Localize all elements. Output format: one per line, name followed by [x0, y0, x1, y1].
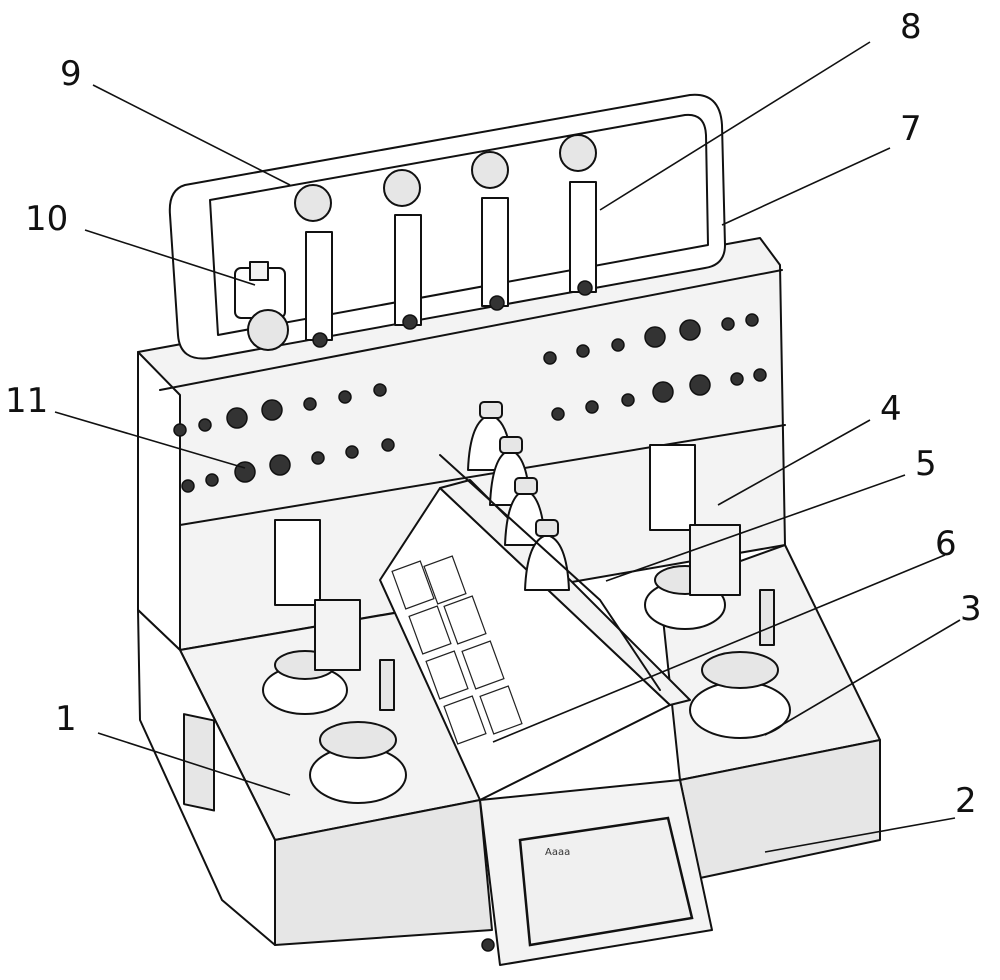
right-stirrer-front [689, 589, 791, 739]
left-stirrer-front [309, 659, 407, 804]
leader-4 [717, 419, 871, 506]
reagent-bottles [439, 401, 661, 691]
leader-9 [92, 84, 291, 186]
label-5: 5 [915, 444, 937, 484]
leader-11 [54, 411, 246, 469]
leader-7 [721, 147, 891, 226]
leader-8 [599, 41, 871, 211]
label-11: 11 [5, 381, 48, 421]
leader-3 [764, 619, 961, 736]
leader-5 [605, 474, 906, 582]
label-1: 1 [55, 699, 77, 739]
column-1 [305, 231, 333, 341]
vent-circle-1 [294, 184, 332, 222]
label-10: 10 [25, 199, 68, 239]
leader-6 [492, 554, 946, 743]
knob-row-right-lower [551, 368, 767, 421]
tube-rack [391, 555, 523, 745]
touch-screen[interactable] [518, 816, 694, 947]
column-2 [394, 214, 422, 326]
leader-lines [54, 41, 961, 853]
label-4: 4 [880, 389, 902, 429]
pressure-regulator [234, 261, 289, 351]
column-3 [481, 197, 509, 307]
vent-circle-3 [471, 151, 509, 189]
leader-1 [97, 732, 291, 796]
center-wedge [379, 479, 691, 801]
label-3: 3 [960, 589, 982, 629]
knob-row-left-upper [173, 383, 387, 437]
vent-circle-2 [383, 169, 421, 207]
leader-2 [764, 817, 956, 853]
right-stirrer-back [644, 444, 741, 630]
label-2: 2 [955, 781, 977, 821]
screen-brand: Aaaa [545, 847, 570, 858]
label-9: 9 [60, 54, 82, 94]
callout-labels: 9 8 7 10 11 4 5 6 3 1 2 [5, 7, 982, 821]
column-4 [569, 181, 597, 293]
label-8: 8 [900, 7, 922, 47]
left-stirrer-back [262, 519, 361, 715]
top-frame [168, 93, 726, 360]
vent-circle-4 [559, 134, 597, 172]
control-panel: Aaaa [479, 779, 713, 966]
leader-10 [84, 229, 256, 286]
knob-row-right-upper [543, 313, 759, 365]
label-6: 6 [935, 524, 957, 564]
label-7: 7 [900, 109, 922, 149]
